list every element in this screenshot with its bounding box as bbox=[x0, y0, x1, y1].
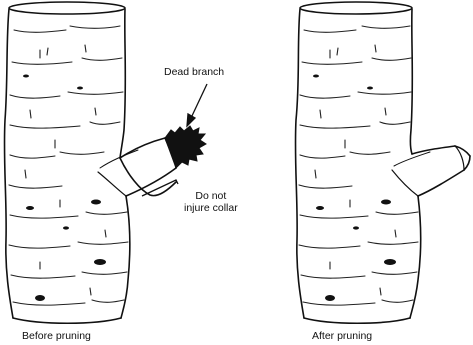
dead-branch-label: Dead branch bbox=[164, 66, 224, 78]
do-not-injure-collar-label: Do not injure collar bbox=[184, 190, 238, 214]
dead-branch-tip bbox=[165, 126, 206, 168]
do-not-line2: injure collar bbox=[184, 202, 238, 214]
bark-texture-after bbox=[299, 26, 418, 305]
trunk-after bbox=[295, 2, 470, 323]
bark-texture-before bbox=[9, 26, 128, 305]
dead-branch-arrow bbox=[187, 84, 207, 126]
branch-collar-before bbox=[98, 138, 176, 196]
do-not-line1: Do not bbox=[195, 190, 226, 202]
trunk-before bbox=[4, 2, 129, 323]
after-pruning-caption: After pruning bbox=[312, 330, 372, 342]
before-pruning-caption: Before pruning bbox=[22, 330, 91, 342]
